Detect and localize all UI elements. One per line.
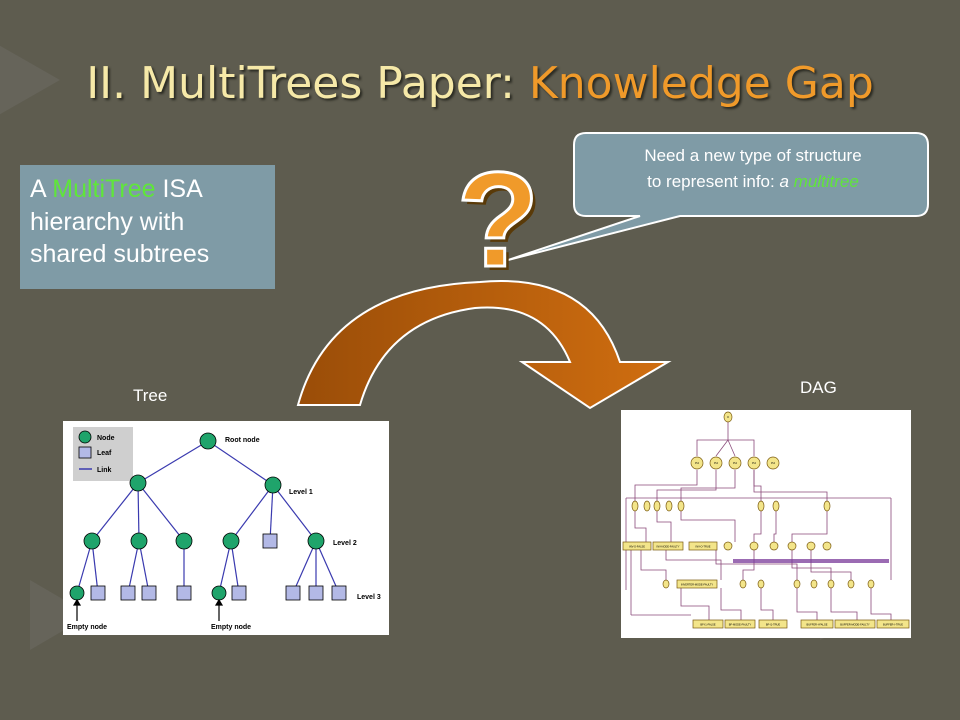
- legend-node: Node: [97, 435, 115, 442]
- question-mark-shadow: ?: [461, 166, 543, 276]
- dag-box-bf-mode-faulty: BF-MODE-FAULTY: [729, 623, 752, 627]
- empty-node-pointers: [72, 598, 224, 621]
- tree-links: [76, 440, 340, 594]
- legend-link: Link: [97, 467, 111, 474]
- curved-arrow: [296, 280, 672, 410]
- tree-nodes: [69, 432, 325, 601]
- tree-diagram: Node Leaf Link: [63, 421, 389, 635]
- dag-box-inv-o-true: INV-O-TRUE: [696, 545, 711, 549]
- tree-leaves: [90, 533, 347, 601]
- callout-line2-plain: to represent info:: [647, 171, 780, 191]
- label-empty-node-left: Empty node: [67, 624, 107, 631]
- dag-nodes: [631, 411, 875, 589]
- dag-node-label-2: Pd: [714, 461, 718, 465]
- dag-box-bf-i1-false: BF-I1-FALSE: [700, 623, 716, 627]
- definition-pre: A: [30, 175, 53, 203]
- label-level-1: Level 1: [289, 489, 313, 496]
- question-mark-icon: ? ?: [455, 166, 543, 276]
- dag-box-bf-i1-true: BF-I1-TRUE: [766, 623, 781, 627]
- dag-node-label-1: Pd: [695, 461, 699, 465]
- dag-box-buffer-mode-faulty: BUFFER-MODE-FAULTY: [840, 623, 870, 627]
- legend-leaf: Leaf: [97, 450, 112, 457]
- definition-box: A MultiTree ISA hierarchy with shared su…: [20, 165, 275, 289]
- question-mark-glyph: ?: [457, 166, 539, 276]
- label-root-node: Root node: [225, 437, 260, 444]
- dag-box-buffer-i-false: BUFFER-I-FALSE: [807, 623, 828, 627]
- callout-line2-italic: a: [779, 171, 794, 191]
- dag-boxes: [622, 541, 910, 629]
- dag-box-inverter-mode-faulty: INVERTER-MODE-FAULTY: [681, 583, 713, 587]
- dag-node-label-3: Pd: [733, 461, 737, 465]
- dag-box-inv-node-faulty: INV-NODE-FAULTY: [656, 545, 679, 549]
- callout-text: Need a new type of structure to represen…: [575, 143, 931, 194]
- callout-bubble: [507, 132, 929, 261]
- dag-box-inv-o-false: INV-O-FALSE: [629, 545, 645, 549]
- callout-line2: to represent info: a multitree: [575, 169, 931, 195]
- dag-node-label-4: Pd: [752, 461, 756, 465]
- label-level-3: Level 3: [357, 594, 381, 601]
- dag-diagram: 0 Pd Pd Pd Pd Pd INV-O-FALSE INV-NODE-FA…: [621, 410, 911, 638]
- title-highlight: Knowledge Gap: [528, 58, 874, 109]
- tree-label: Tree: [133, 386, 168, 405]
- dag-box-buffer-i-true: BUFFER-I-TRUE: [883, 623, 903, 627]
- dag-node-label-5: Pd: [771, 461, 775, 465]
- dag-label: DAG: [800, 378, 837, 397]
- definition-post: ISA hierarchy with shared subtrees: [30, 175, 210, 268]
- label-empty-node-right: Empty node: [211, 624, 251, 631]
- definition-highlight: MultiTree: [52, 175, 156, 203]
- label-level-2: Level 2: [333, 540, 357, 547]
- slide-title: II. MultiTrees Paper: Knowledge Gap: [0, 58, 960, 109]
- callout-line2-green: multitree: [793, 171, 859, 191]
- callout-line1: Need a new type of structure: [644, 146, 862, 165]
- dag-links: [625, 421, 892, 620]
- dag-top-label: 0: [727, 415, 729, 419]
- title-prefix: II. MultiTrees Paper:: [86, 58, 529, 109]
